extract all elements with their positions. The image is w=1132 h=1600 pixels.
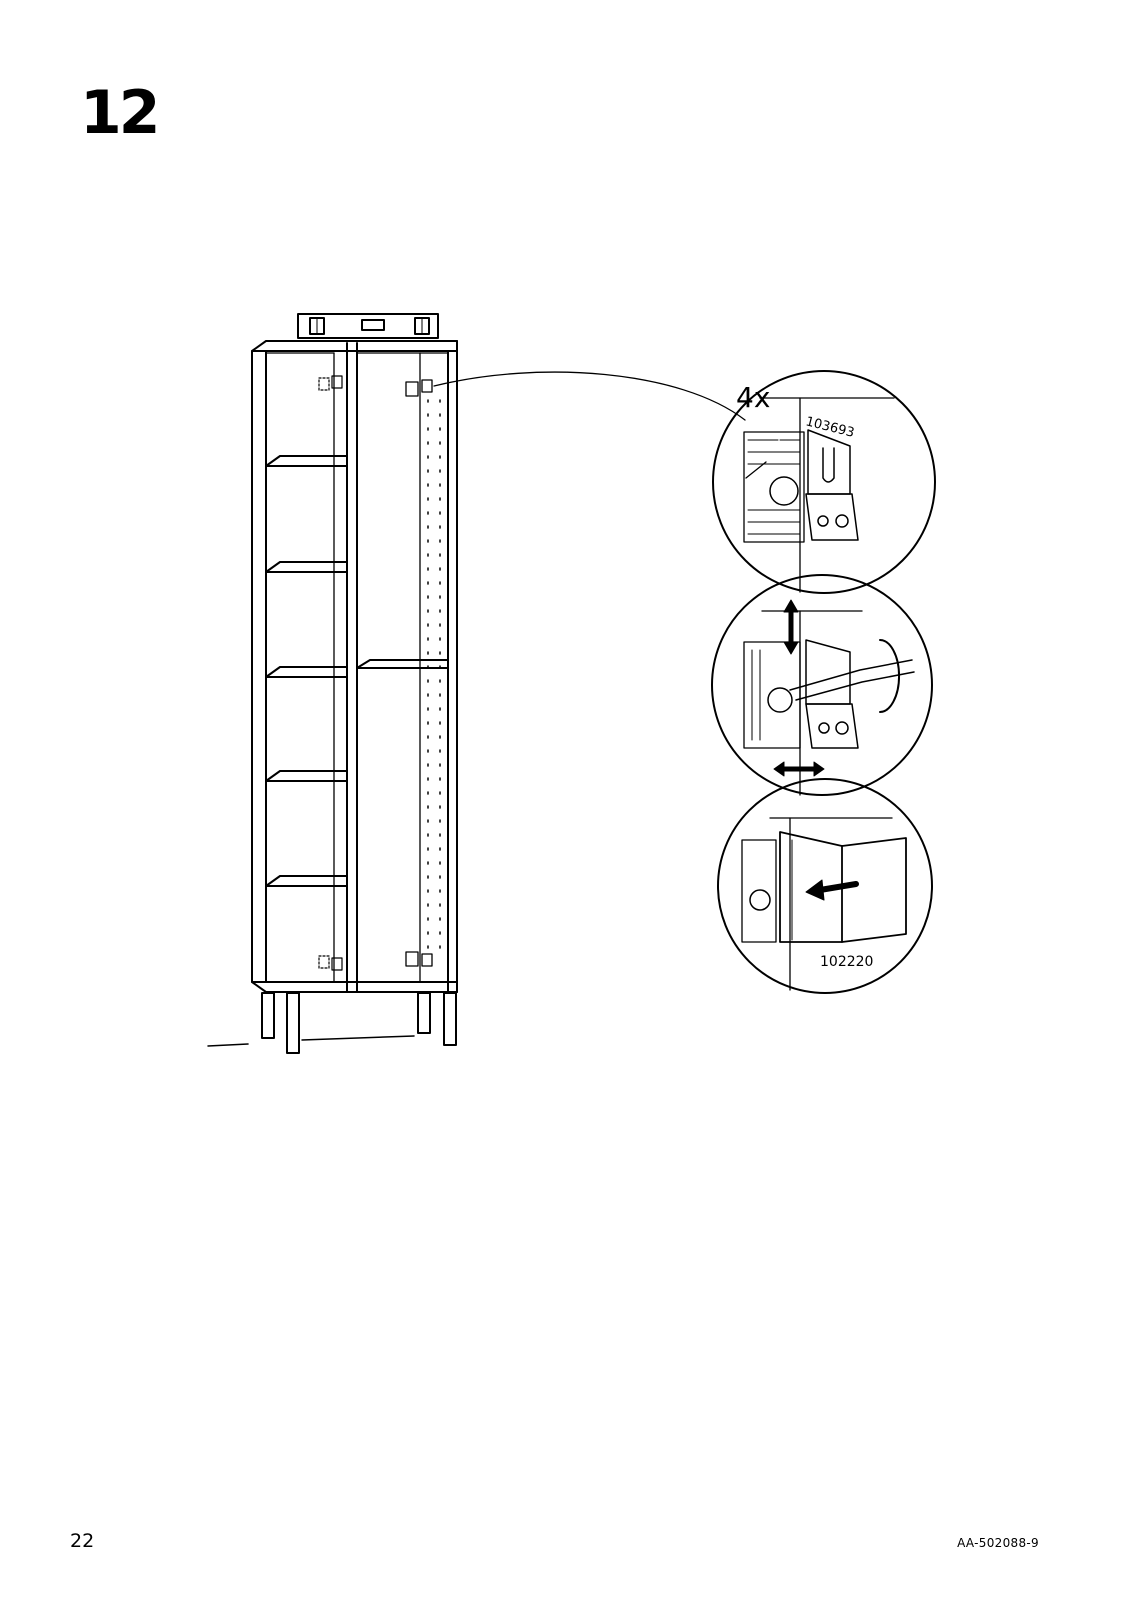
part-number-label: 102220 <box>820 954 873 970</box>
legs <box>262 993 456 1053</box>
shelf-unit-drawing <box>208 341 457 1053</box>
open-shelves <box>266 456 347 886</box>
part-number-label: 103693 <box>804 414 856 441</box>
leader-line <box>434 372 745 420</box>
spirit-level-icon <box>298 314 438 338</box>
document-code: AA-502088-9 <box>957 1536 1039 1550</box>
quantity-label: 4x <box>736 381 770 414</box>
detail-circle-hinge-adjust <box>712 575 932 795</box>
page-number: 22 <box>70 1530 94 1552</box>
